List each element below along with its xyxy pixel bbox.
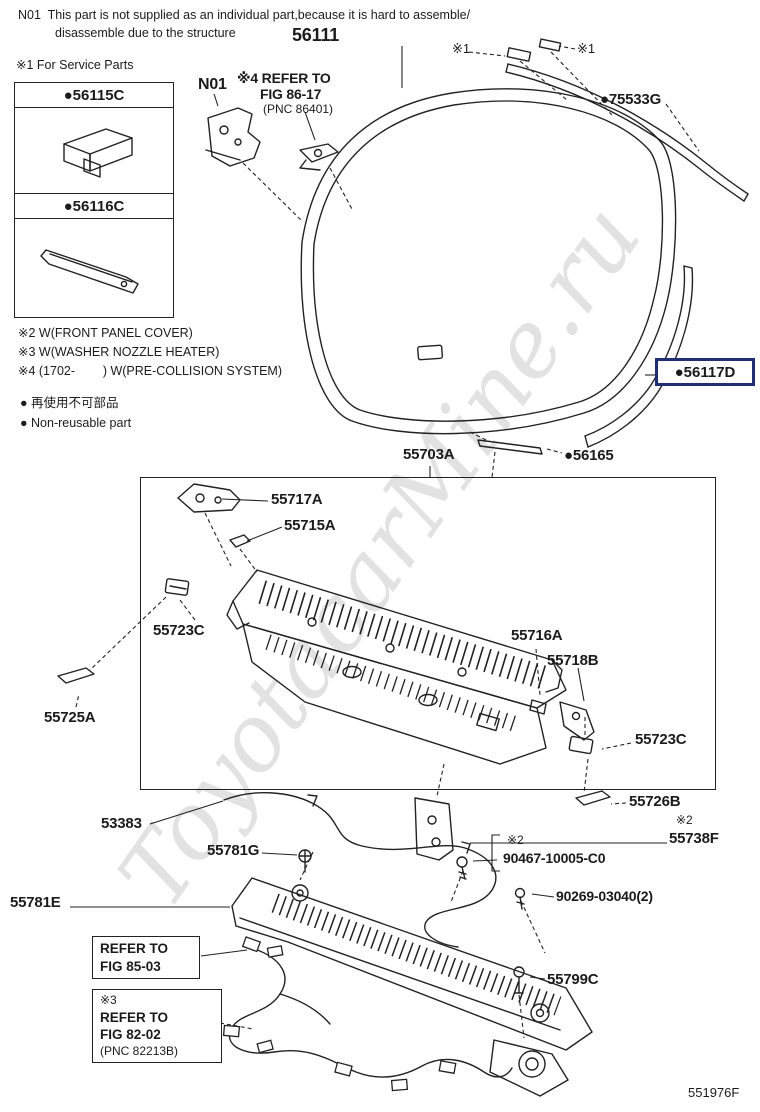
part-label-N01[interactable]: N01 [198, 76, 227, 93]
part-label-55717A[interactable]: 55717A [271, 491, 323, 508]
part-label-56116C[interactable]: ●56116C [15, 194, 173, 219]
part-label-56117D[interactable]: ●56117D [655, 358, 755, 386]
assembly-note-line2: disassemble due to the structure [55, 26, 236, 40]
part-label-55715A[interactable]: 55715A [284, 517, 336, 534]
refer-86-17-line1[interactable]: ※4 REFER TO [237, 70, 331, 86]
cowl-corner-art [489, 1039, 569, 1097]
washer-harness-art [222, 936, 513, 1092]
sensor-bracket-art [299, 143, 339, 171]
legend-star4: ※4 (1702- ) W(PRE-COLLISION SYSTEM) [18, 364, 282, 378]
part-label-56165[interactable]: ●56165 [564, 447, 614, 464]
refer-fig-85-03-box[interactable]: REFER TO FIG 85-03 [92, 936, 200, 980]
legend-star3: ※3 W(WASHER NOZZLE HEATER) [18, 345, 220, 359]
refer-fig-82-02-box[interactable]: ※3 REFER TO FIG 82-02 (PNC 82213B) [92, 989, 222, 1064]
pad-55725A-art [57, 667, 95, 684]
star1-marker-b: ※1 [577, 41, 596, 56]
star2-marker-right: ※2 [676, 813, 693, 827]
part-label-90467[interactable]: 90467-10005-C0 [503, 850, 606, 866]
service-parts-table: ●56115C ●56116C [14, 82, 174, 318]
part-label-55716A[interactable]: 55716A [511, 627, 563, 644]
fastener-55781G-art [298, 849, 312, 873]
cowl-section-frame [140, 477, 716, 790]
screw-90269-art [514, 887, 526, 910]
clip-55799C-art [513, 966, 525, 994]
part-label-55781E[interactable]: 55781E [10, 894, 61, 911]
part-label-55703A[interactable]: 55703A [403, 446, 455, 463]
pad-55726B-art [575, 790, 611, 806]
legend-nonreusable-jp: ● 再使用不可部品 [20, 396, 119, 410]
washer-hose-art [223, 792, 497, 948]
part-label-55799C[interactable]: 55799C [547, 971, 599, 988]
part-label-55723C-left[interactable]: 55723C [153, 622, 205, 639]
assembly-note-line1: N01 This part is not supplied as an indi… [18, 8, 471, 22]
refer-85-03-line1: REFER TO [100, 941, 169, 956]
part-label-55725A[interactable]: 55725A [44, 709, 96, 726]
part-label-55781G[interactable]: 55781G [207, 842, 260, 859]
service-part-56116C-drawing [15, 219, 173, 317]
part-label-75533G[interactable]: ●75533G [600, 91, 662, 108]
refer-82-02-line3: (PNC 82213B) [100, 1043, 179, 1058]
part-label-56111[interactable]: 56111 [292, 25, 340, 45]
refer-82-02-line1: REFER TO [100, 1009, 169, 1025]
side-molding-art [584, 265, 694, 448]
refer-85-03-line2: FIG 85-03 [100, 958, 161, 974]
bolt-90467-art [456, 856, 468, 880]
lower-strip-art [477, 439, 543, 455]
service-parts-note: ※1 For Service Parts [16, 58, 134, 72]
part-label-90269[interactable]: 90269-03040(2) [556, 888, 653, 904]
legend-star2: ※2 W(FRONT PANEL COVER) [18, 326, 193, 340]
legend-nonreusable-en: ● Non-reusable part [20, 416, 132, 430]
refer-86-17-line3: (PNC 86401) [263, 102, 334, 116]
service-part-56115C-drawing [15, 108, 173, 194]
windshield-art [300, 88, 677, 435]
refer-82-02-line2: FIG 82-02 [100, 1027, 161, 1043]
part-label-55718B[interactable]: 55718B [547, 652, 599, 669]
part-label-55738F[interactable]: 55738F [669, 830, 719, 847]
star2-marker-mid: ※2 [507, 833, 524, 847]
top-clips-art [506, 38, 562, 62]
top-molding-art [505, 63, 749, 202]
cowl-brace-55738F-art [414, 797, 454, 861]
refer-82-02-star: ※3 [100, 993, 117, 1007]
refer-86-17-line2[interactable]: FIG 86-17 [260, 86, 322, 102]
part-label-56115C[interactable]: ●56115C [15, 83, 173, 108]
cowl-louver-art [231, 877, 593, 1051]
part-label-55726B[interactable]: 55726B [629, 793, 681, 810]
star1-marker-a: ※1 [452, 41, 471, 56]
mirror-bracket-art [205, 107, 261, 167]
figure-code: 551976F [688, 1085, 740, 1100]
part-label-53383[interactable]: 53383 [101, 815, 142, 832]
part-label-55723C-right[interactable]: 55723C [635, 731, 687, 748]
